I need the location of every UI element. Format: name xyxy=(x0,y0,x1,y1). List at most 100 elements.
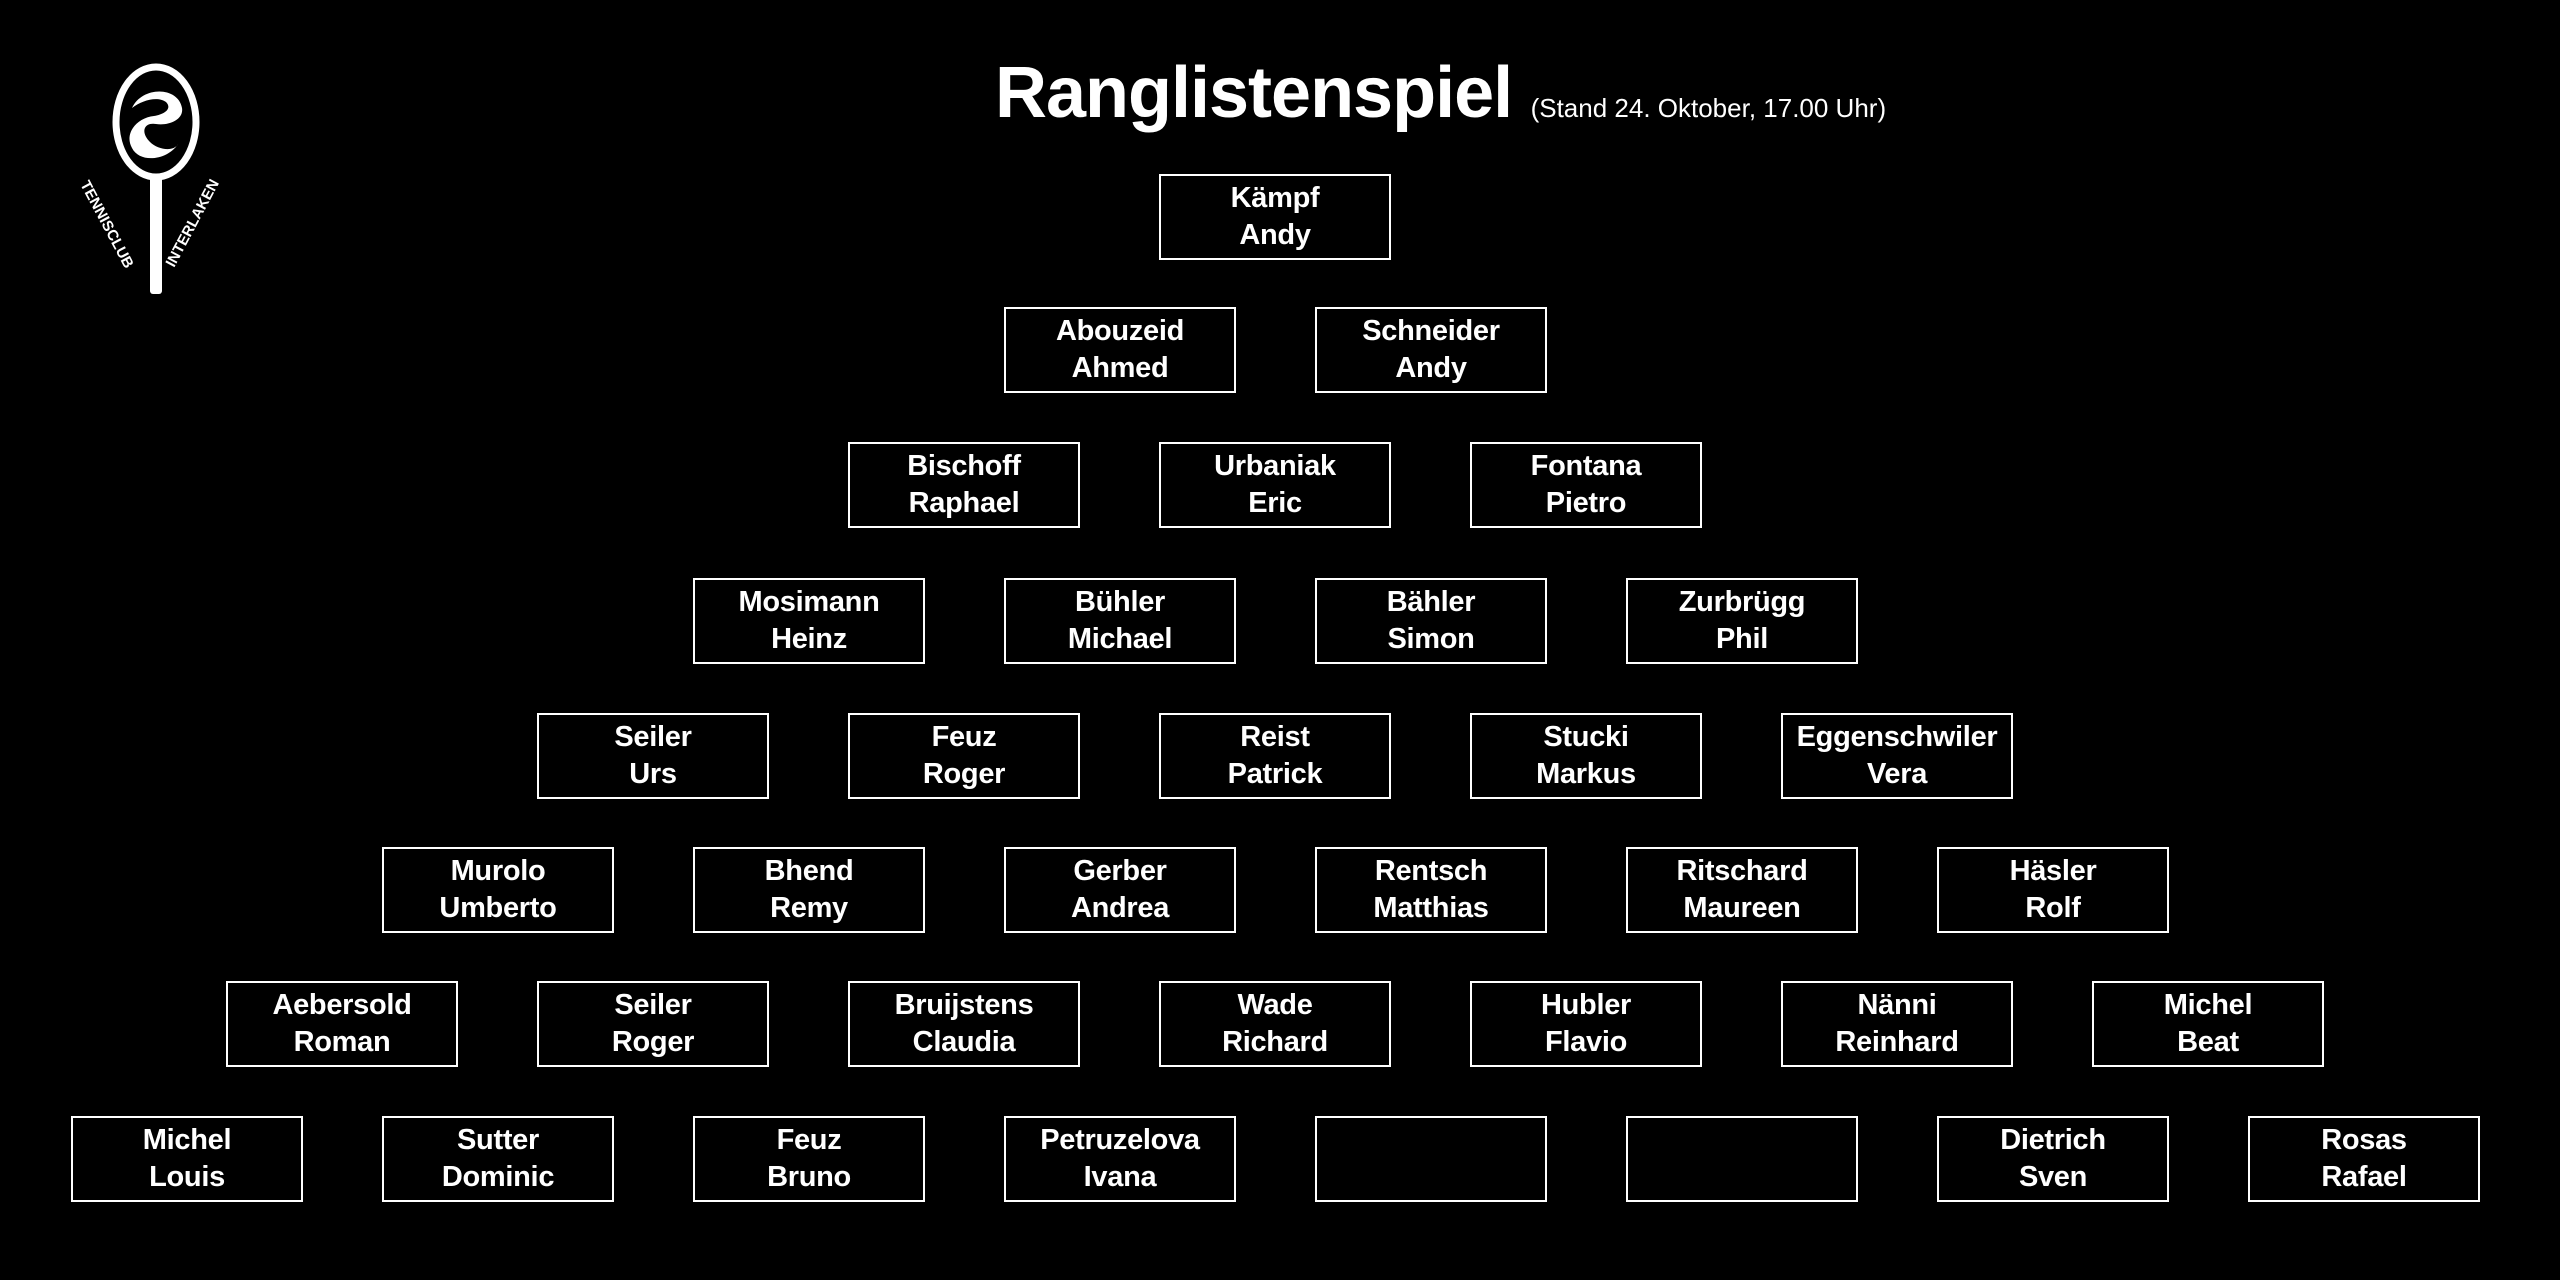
player-last-name: Urbaniak xyxy=(1214,450,1336,482)
page-title: Ranglistenspiel xyxy=(995,53,1513,133)
player-last-name: Häsler xyxy=(2009,855,2097,887)
player-first-name: Andy xyxy=(1239,219,1311,251)
player-first-name: Claudia xyxy=(912,1026,1016,1058)
player-last-name: Mosimann xyxy=(738,586,880,618)
player-last-name: Fontana xyxy=(1530,450,1642,482)
player-first-name: Patrick xyxy=(1227,758,1323,790)
player-last-name: Feuz xyxy=(776,1124,842,1156)
player-box xyxy=(1315,1116,1547,1202)
player-first-name: Heinz xyxy=(771,623,847,655)
player-first-name: Phil xyxy=(1716,623,1768,655)
player-first-name: Roger xyxy=(611,1026,695,1058)
player-last-name: Reist xyxy=(1240,721,1310,753)
player-last-name: Bischoff xyxy=(907,450,1021,482)
player-last-name: Murolo xyxy=(450,855,546,887)
player-first-name: Ivana xyxy=(1083,1161,1157,1193)
player-first-name: Rafael xyxy=(2321,1161,2407,1193)
player-first-name: Raphael xyxy=(908,487,1020,519)
header: Ranglistenspiel (Stand 24. Oktober, 17.0… xyxy=(995,52,1886,134)
player-last-name: Bhend xyxy=(764,855,854,887)
player-first-name: Umberto xyxy=(439,892,557,924)
player-first-name: Louis xyxy=(149,1161,225,1193)
tennisclub-logo: TENNISCLUB INTERLAKEN xyxy=(76,63,223,294)
player-first-name: Reinhard xyxy=(1835,1026,1959,1058)
player-last-name: Rentsch xyxy=(1374,855,1488,887)
player-last-name: Seiler xyxy=(614,721,692,753)
player-last-name: Bruijstens xyxy=(894,989,1034,1021)
player-first-name: Andy xyxy=(1395,352,1467,384)
player-last-name: Nänni xyxy=(1857,989,1937,1021)
player-last-name: Ritschard xyxy=(1676,855,1808,887)
player-first-name: Markus xyxy=(1536,758,1636,790)
player-first-name: Pietro xyxy=(1545,487,1627,519)
player-first-name: Michael xyxy=(1067,623,1173,655)
player-last-name: Michel xyxy=(142,1124,232,1156)
player-last-name: Hubler xyxy=(1540,989,1632,1021)
player-last-name: Eggenschwiler xyxy=(1796,721,1998,753)
player-first-name: Beat xyxy=(2177,1026,2239,1058)
player-first-name: Simon xyxy=(1387,623,1475,655)
player-last-name: Rosas xyxy=(2321,1124,2407,1156)
player-first-name: Urs xyxy=(629,758,677,790)
player-first-name: Richard xyxy=(1222,1026,1328,1058)
player-last-name: Schneider xyxy=(1362,315,1500,347)
player-first-name: Rolf xyxy=(2025,892,2081,924)
player-last-name: Zurbrügg xyxy=(1678,586,1806,618)
player-first-name: Flavio xyxy=(1545,1026,1627,1058)
player-last-name: Michel xyxy=(2163,989,2253,1021)
player-last-name: Seiler xyxy=(614,989,692,1021)
player-last-name: Stucki xyxy=(1543,721,1629,753)
player-last-name: Wade xyxy=(1237,989,1313,1021)
player-last-name: Aebersold xyxy=(272,989,412,1021)
player-first-name: Vera xyxy=(1866,758,1928,790)
player-last-name: Gerber xyxy=(1073,855,1167,887)
player-first-name: Ahmed xyxy=(1071,352,1169,384)
player-first-name: Andrea xyxy=(1070,892,1170,924)
player-last-name: Feuz xyxy=(931,721,997,753)
player-last-name: Bähler xyxy=(1386,586,1476,618)
player-last-name: Sutter xyxy=(457,1124,539,1156)
player-last-name: Petruzelova xyxy=(1040,1124,1200,1156)
player-last-name: Kämpf xyxy=(1230,182,1320,214)
player-first-name: Remy xyxy=(770,892,848,924)
player-last-name: Dietrich xyxy=(2000,1124,2106,1156)
player-first-name: Bruno xyxy=(767,1161,851,1193)
player-first-name: Matthias xyxy=(1373,892,1489,924)
player-last-name: Abouzeid xyxy=(1055,315,1185,347)
player-first-name: Roman xyxy=(293,1026,391,1058)
player-first-name: Eric xyxy=(1248,487,1302,519)
player-first-name: Sven xyxy=(2018,1161,2088,1193)
